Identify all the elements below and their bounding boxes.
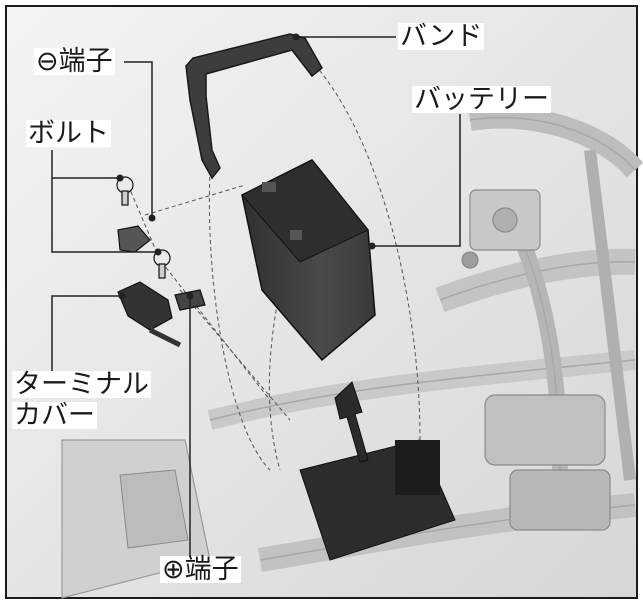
battery-label: バッテリー bbox=[412, 84, 551, 115]
terminal-cover-label-line2: カバー bbox=[12, 400, 97, 431]
assembly-guide-lines bbox=[127, 64, 421, 471]
install-arrow bbox=[334, 381, 369, 463]
battery-part bbox=[241, 159, 376, 362]
band-label: バンド bbox=[398, 21, 485, 52]
engine-parts bbox=[461, 189, 611, 531]
minus-terminal-part bbox=[116, 176, 151, 253]
bolt-label: ボルト bbox=[26, 118, 111, 149]
minus-terminal-label: ⊖端子 bbox=[34, 46, 115, 77]
leader-lines bbox=[51, 36, 461, 558]
leader-dots bbox=[116, 33, 376, 300]
terminal-cover-label-line1: ターミナル bbox=[12, 369, 151, 400]
plus-terminal-label: ⊕端子 bbox=[160, 554, 241, 585]
